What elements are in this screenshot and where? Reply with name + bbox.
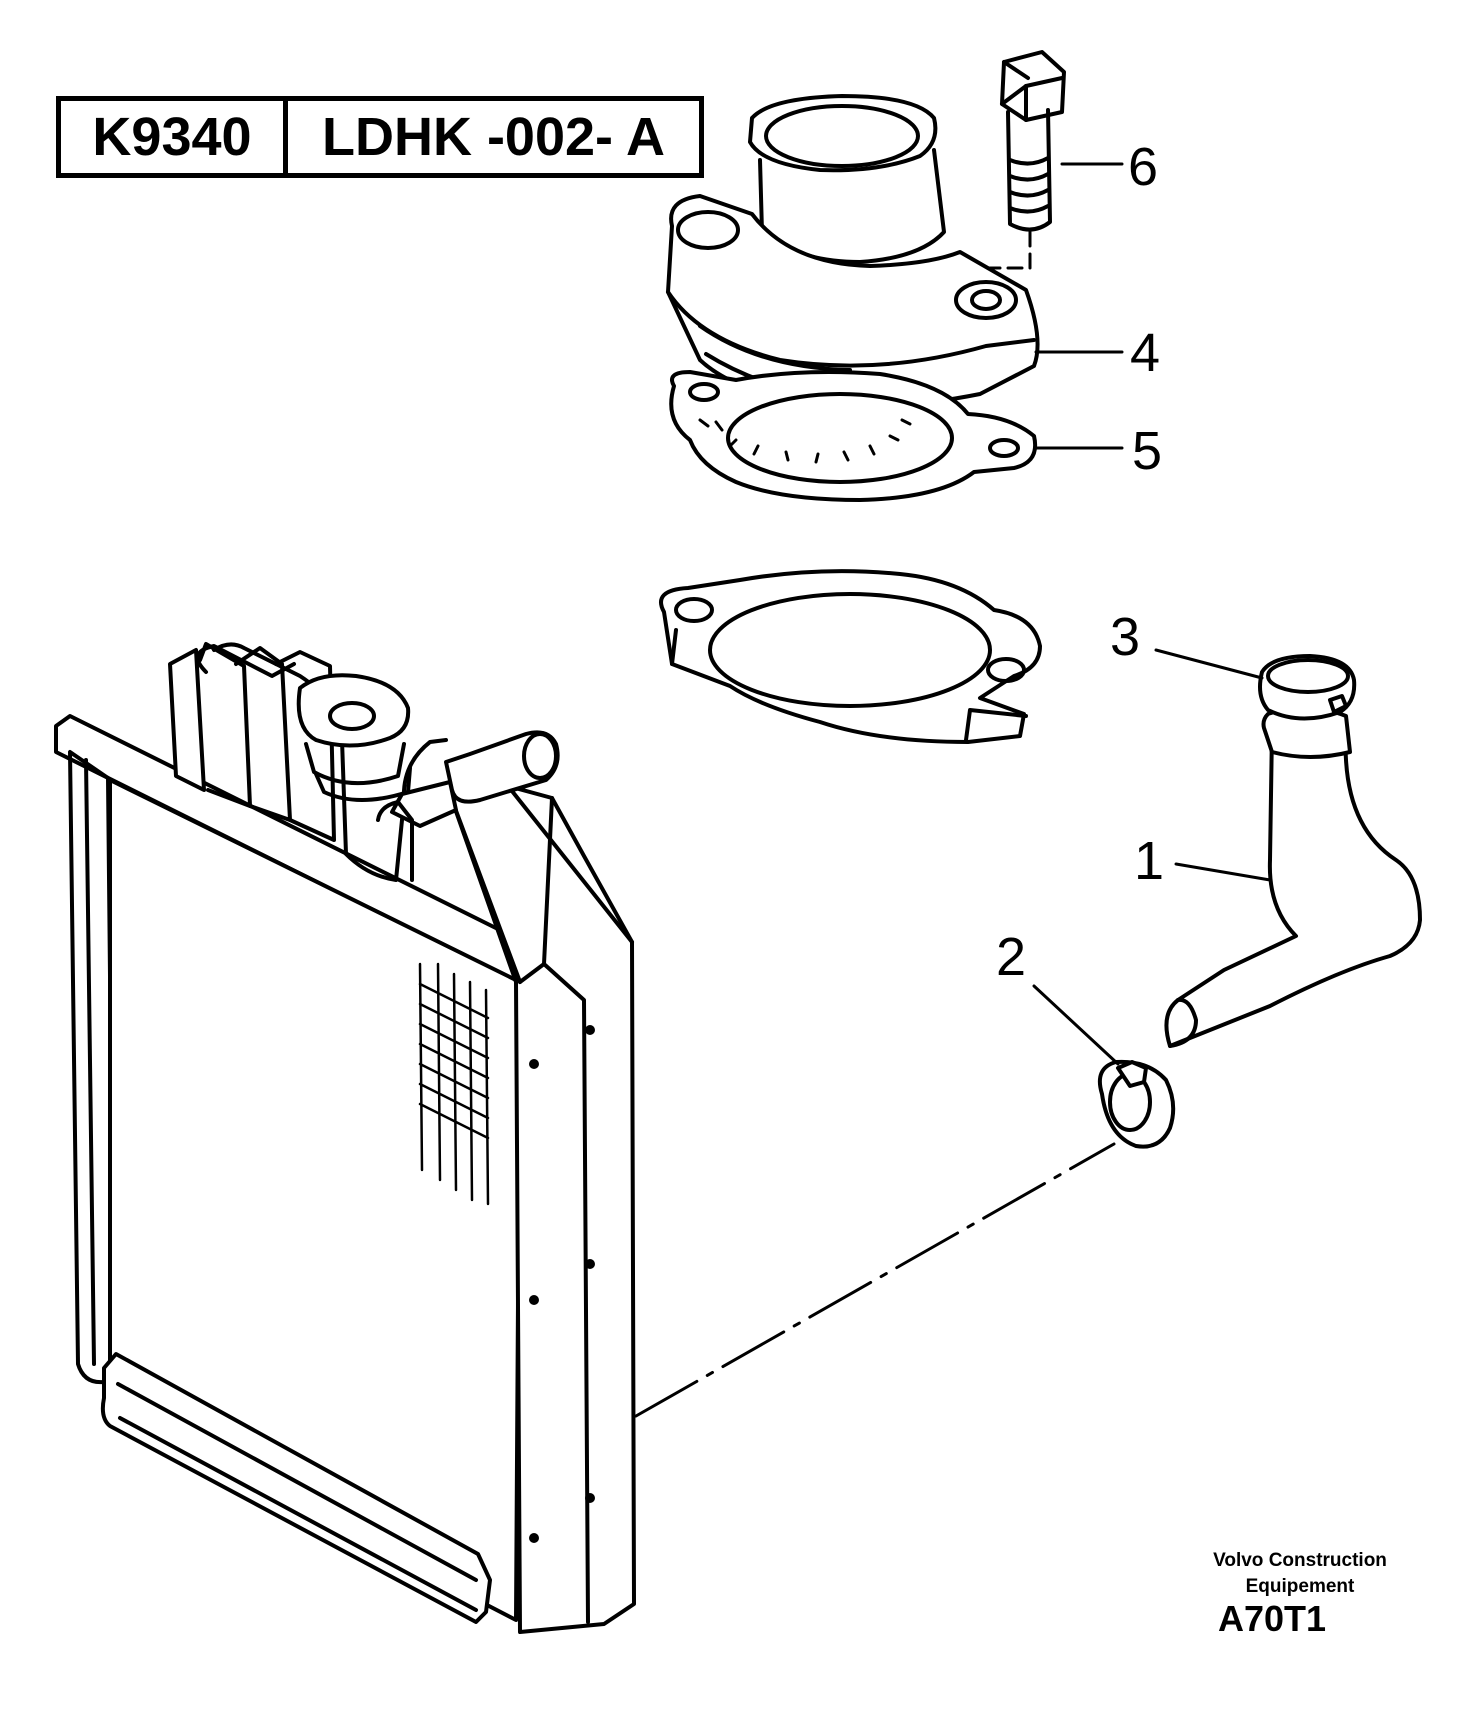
brand-label: Volvo Construction Equipement	[1168, 1548, 1432, 1600]
gasket-part	[669, 370, 1037, 502]
title-block: K9340 LDHK -002- A	[56, 96, 704, 178]
brand-line-1: Volvo Construction	[1213, 1550, 1387, 1571]
clamp-3-part	[1258, 654, 1357, 721]
leader-line-3	[1154, 648, 1264, 680]
brand-line-2: Equipement	[1245, 1576, 1355, 1597]
figure-id: A70T1	[1218, 1598, 1327, 1639]
group-code: K9340	[61, 101, 288, 173]
leader-line-2	[1032, 984, 1120, 1066]
hose-part	[1164, 705, 1422, 1048]
radiator-part	[54, 642, 636, 1634]
part-reference: LDHK -002- A	[321, 107, 666, 167]
callout-1: 1	[1134, 831, 1165, 891]
callout-3: 3	[1110, 607, 1141, 667]
callout-4: 4	[1130, 323, 1161, 383]
connection-centerline	[634, 1142, 1116, 1418]
leader-line-1	[1174, 862, 1272, 882]
callout-5: 5	[1132, 421, 1163, 481]
callout-6: 6	[1128, 137, 1159, 197]
bolt-part	[1000, 50, 1066, 232]
outlet-housing-part	[666, 94, 1040, 409]
seat-flange-part	[659, 569, 1042, 744]
clamp-2-part	[1097, 1059, 1176, 1149]
callout-2: 2	[996, 927, 1027, 987]
